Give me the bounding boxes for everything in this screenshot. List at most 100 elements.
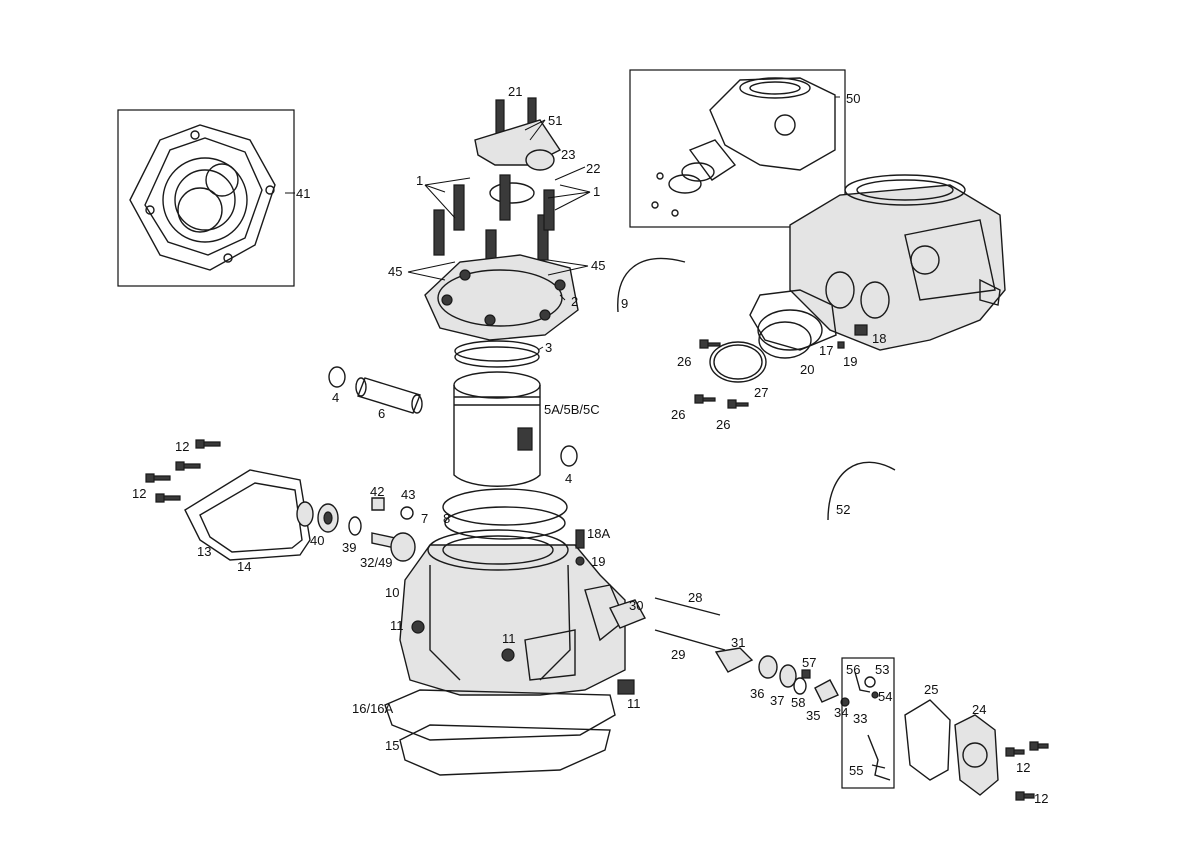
label-26-c: 26 (716, 417, 730, 432)
rod-28 (654, 597, 721, 616)
label-52: 52 (836, 502, 850, 517)
exhaust-manifold (749, 289, 837, 359)
exhaust-o-ring-inner (713, 344, 763, 380)
label-10: 10 (385, 585, 399, 600)
cylinder-head-2 (424, 254, 579, 341)
lever-35 (814, 679, 839, 703)
label-32-49: 32/49 (360, 555, 393, 570)
label-2: 2 (571, 294, 578, 309)
label-15: 15 (385, 738, 399, 753)
water-outlet-fitting (474, 97, 562, 171)
label-21: 21 (508, 84, 522, 99)
label-43: 43 (401, 487, 415, 502)
label-14: 14 (237, 559, 251, 574)
label-55: 55 (849, 763, 863, 778)
cylinder-10 (399, 529, 626, 696)
label-17: 17 (819, 343, 833, 358)
label-53: 53 (875, 662, 889, 677)
bolts-12-left (145, 439, 221, 503)
label-9: 9 (621, 296, 628, 311)
label-58: 58 (791, 695, 805, 710)
label-3: 3 (545, 340, 552, 355)
gasket-15 (399, 724, 611, 776)
label-24: 24 (972, 702, 986, 717)
bolts-26 (694, 339, 749, 409)
part-34 (840, 697, 850, 707)
gasket-22 (489, 182, 535, 204)
label-34: 34 (834, 705, 848, 720)
hose-52 (827, 461, 896, 521)
part-19-small (837, 341, 845, 349)
linkage-inset-frame (841, 657, 895, 789)
label-1-right: 1 (593, 184, 600, 199)
exhaust-o-ring (709, 341, 767, 383)
label-50: 50 (846, 91, 860, 106)
label-13: 13 (197, 544, 211, 559)
label-20: 20 (800, 362, 814, 377)
rod-29 (654, 629, 726, 651)
label-30: 30 (629, 598, 643, 613)
label-54: 54 (878, 689, 892, 704)
label-33: 33 (853, 711, 867, 726)
label-8: 8 (443, 511, 450, 526)
label-12-b: 12 (132, 486, 146, 501)
bolts-12-right (1005, 741, 1049, 801)
label-18a: 18A (587, 526, 610, 541)
label-56: 56 (846, 662, 860, 677)
label-28: 28 (688, 590, 702, 605)
nut-11 (617, 679, 635, 695)
o-ring-3a (454, 340, 540, 362)
label-37: 37 (770, 693, 784, 708)
gasket-16 (384, 689, 616, 741)
label-16-16a: 16/16A (352, 701, 394, 716)
head-bolts-1 (433, 174, 555, 271)
cylinder-assembly-drawing (651, 77, 836, 217)
label-23: 23 (561, 147, 575, 162)
piston-pin-6 (355, 377, 423, 414)
gasket-kit-drawing (129, 124, 276, 271)
label-41: 41 (296, 186, 310, 201)
label-5: 5A/5B/5C (544, 402, 600, 417)
leader-lines (285, 96, 840, 351)
label-26-a: 26 (677, 354, 691, 369)
shaft-31 (714, 647, 754, 673)
label-12-d: 12 (1034, 791, 1048, 806)
label-36: 36 (750, 686, 764, 701)
label-4-left: 4 (332, 390, 339, 405)
label-11-a: 11 (390, 618, 404, 633)
washer-58 (793, 677, 807, 695)
washer-43 (400, 506, 414, 520)
valve-30 (609, 599, 646, 629)
label-4-right: 4 (565, 471, 572, 486)
label-57: 57 (802, 655, 816, 670)
label-45-right: 45 (591, 258, 605, 273)
label-26-b: 26 (671, 407, 685, 422)
label-1-left: 1 (416, 173, 423, 188)
label-45-left: 45 (388, 264, 402, 279)
label-42: 42 (370, 484, 384, 499)
label-19-bottom: 19 (591, 554, 605, 569)
linkage-drawing (854, 671, 891, 781)
label-19-top: 19 (843, 354, 857, 369)
label-18: 18 (872, 331, 886, 346)
circlip-4-right (560, 445, 578, 467)
label-35: 35 (806, 708, 820, 723)
callout-labels: 21 51 23 22 1 1 41 50 45 45 2 9 3 4 6 5A… (132, 84, 1048, 806)
label-7: 7 (421, 511, 428, 526)
label-25: 25 (924, 682, 938, 697)
label-31: 31 (731, 635, 745, 650)
cylinder-exhaust-assembly (789, 174, 1006, 351)
hose-9 (617, 257, 686, 313)
part-57 (801, 669, 811, 679)
side-cover-13 (184, 469, 311, 561)
label-39: 39 (342, 540, 356, 555)
gasket-kit-inset-frame (117, 109, 295, 287)
gasket-8 (444, 506, 566, 540)
label-29: 29 (671, 647, 685, 662)
valve-32-49 (371, 532, 416, 562)
label-27: 27 (754, 385, 768, 400)
part-42 (371, 497, 385, 511)
part-19-cyl (575, 556, 585, 566)
